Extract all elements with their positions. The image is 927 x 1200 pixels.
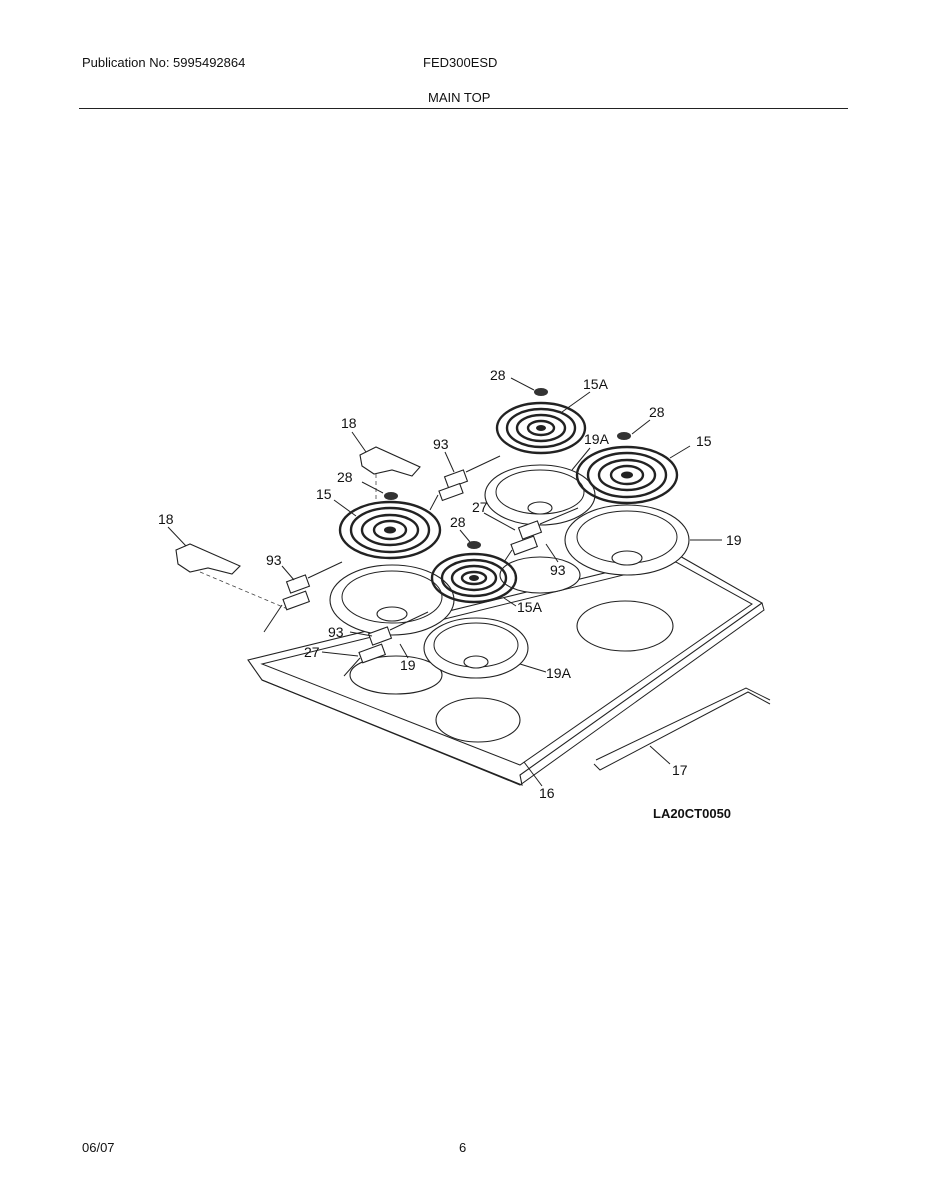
callout-labels: 28 15A 28 15 18 93 19A 28 15 27 18 28 19… [158, 367, 742, 821]
publication-number: Publication No: 5995492864 [82, 55, 246, 70]
leader-lines [167, 377, 722, 787]
callout-93: 93 [266, 552, 282, 568]
callout-93: 93 [328, 624, 344, 640]
trim-ring-28 [384, 388, 631, 549]
callout-19a: 19A [546, 665, 572, 681]
callout-93: 93 [433, 436, 449, 452]
section-title: MAIN TOP [428, 90, 491, 105]
drip-bowl-19-right [564, 504, 690, 576]
drip-bowl-19a-rear [484, 464, 596, 526]
coil-element-15a-front [430, 552, 518, 604]
rod-17 [593, 687, 771, 771]
callout-18: 18 [341, 415, 357, 431]
footer-page-number: 6 [459, 1140, 467, 1155]
callout-19: 19 [400, 657, 416, 673]
callout-28: 28 [649, 404, 665, 420]
callout-17: 17 [672, 762, 688, 778]
callout-93: 93 [550, 562, 566, 578]
callout-19a: 19A [584, 431, 610, 447]
receptacle-93-front [343, 611, 429, 677]
model-number: FED300ESD [423, 55, 498, 70]
callout-15a: 15A [517, 599, 543, 615]
callout-15: 15 [696, 433, 712, 449]
callout-27: 27 [304, 644, 320, 660]
coil-element-15-right [575, 445, 679, 505]
diagram-code: LA20CT0050 [653, 806, 731, 821]
drip-bowl-19-left [329, 564, 455, 636]
callout-16: 16 [539, 785, 555, 801]
callout-15a: 15A [583, 376, 609, 392]
callout-18: 18 [158, 511, 174, 527]
drip-bowl-19a-front [423, 617, 529, 679]
coil-element-15a-rear [495, 401, 587, 455]
bracket-18-left [175, 543, 291, 611]
header-rule [79, 108, 848, 109]
callout-28: 28 [450, 514, 466, 530]
receptacle-93-rear [429, 455, 501, 511]
callout-28: 28 [490, 367, 506, 383]
footer-date: 06/07 [82, 1140, 115, 1155]
callout-27: 27 [472, 499, 488, 515]
bracket-18-rear [359, 446, 421, 500]
callout-15: 15 [316, 486, 332, 502]
coil-element-15-left [338, 500, 442, 560]
callout-28: 28 [337, 469, 353, 485]
receptacle-93-left [263, 561, 343, 633]
callout-19: 19 [726, 532, 742, 548]
receptacle-93-center [503, 507, 579, 563]
